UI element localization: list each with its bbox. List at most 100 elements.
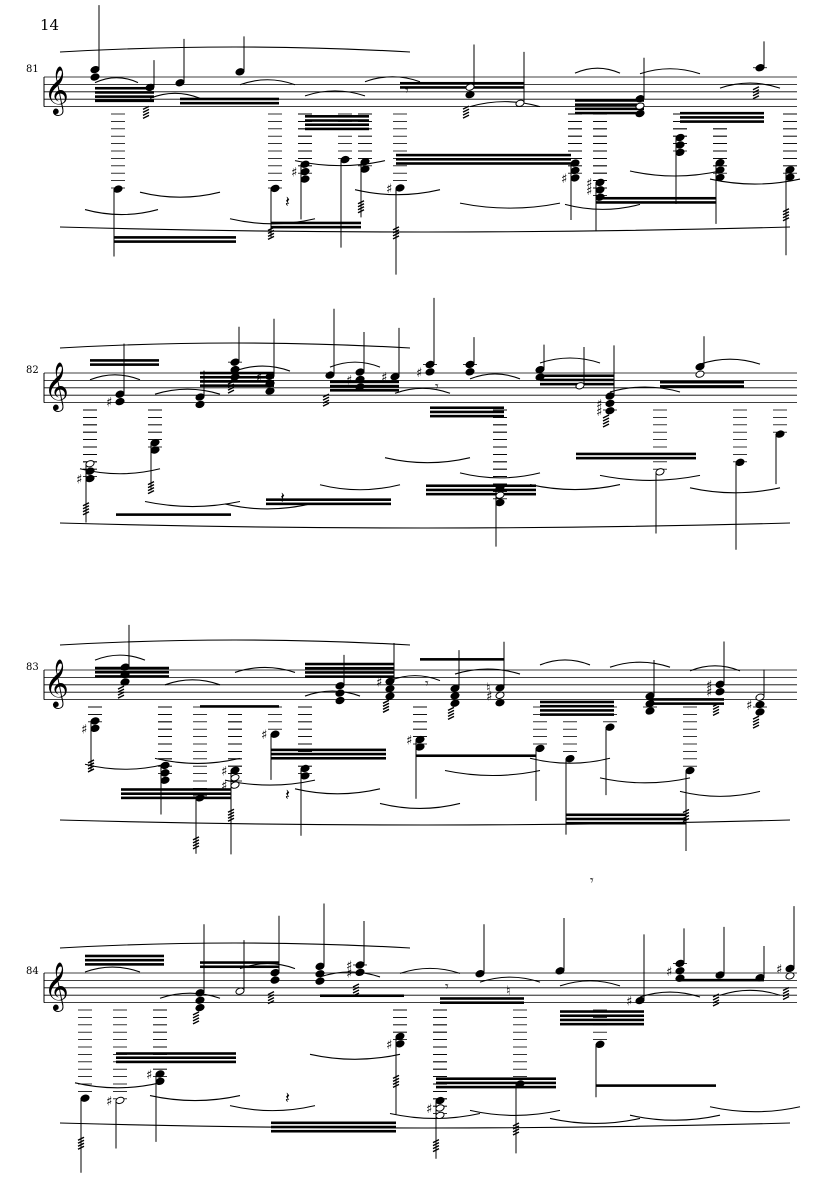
notehead	[315, 977, 325, 985]
tremolo-slash	[82, 502, 90, 507]
tremolo-slash	[192, 845, 200, 850]
tie	[139, 191, 221, 198]
tie	[719, 82, 781, 89]
notehead	[425, 368, 435, 376]
notehead	[675, 974, 685, 982]
tremolo-slash	[322, 393, 330, 398]
notehead	[495, 491, 505, 499]
notehead	[755, 693, 765, 701]
notehead	[785, 166, 795, 174]
beam	[305, 675, 394, 678]
treble-clef-icon: 𝄞	[44, 361, 69, 412]
beam	[116, 513, 231, 516]
tie	[719, 989, 781, 996]
notehead	[775, 430, 785, 438]
sharp-icon: ♯	[586, 176, 592, 191]
tremolo-slash	[447, 706, 455, 712]
sharp-icon: ♯	[346, 959, 352, 974]
beam	[271, 1129, 396, 1133]
notehead	[335, 689, 345, 697]
beam	[180, 97, 279, 101]
beam	[560, 1014, 644, 1018]
tremolo-slash	[712, 711, 720, 716]
notehead	[495, 684, 505, 692]
notehead	[120, 663, 130, 671]
notehead	[235, 68, 245, 76]
beam	[430, 406, 504, 410]
tremolo-slash	[512, 1131, 520, 1136]
tremolo-slash	[392, 232, 400, 237]
notehead	[120, 670, 130, 679]
notehead	[145, 83, 155, 92]
tie	[224, 503, 311, 510]
notehead	[495, 498, 505, 507]
beam	[180, 101, 279, 105]
tremolo-slash	[752, 89, 760, 94]
notehead	[160, 761, 170, 770]
tie	[59, 522, 791, 529]
tie	[574, 67, 621, 74]
notehead	[115, 390, 125, 398]
tremolo-slash	[752, 86, 760, 91]
beam	[680, 978, 764, 982]
tie	[549, 1117, 641, 1125]
beam	[114, 236, 236, 239]
sharp-icon: ♯	[416, 366, 422, 381]
notehead	[195, 1003, 205, 1012]
sharp-icon: ♯	[386, 182, 392, 197]
tremolo-slash	[267, 994, 275, 999]
notehead	[435, 1111, 445, 1120]
notehead	[715, 688, 725, 696]
beam	[575, 107, 644, 111]
noteheads	[80, 64, 795, 1120]
tremolo-slash	[192, 836, 200, 841]
beam	[426, 492, 536, 496]
tie	[234, 365, 291, 372]
tie	[74, 1082, 161, 1089]
notehead	[300, 167, 310, 176]
notehead	[340, 155, 350, 164]
tie	[84, 966, 141, 973]
notehead	[755, 974, 765, 982]
beam	[266, 502, 391, 506]
natural-icon: ♮	[486, 681, 491, 696]
tremolo-slash	[682, 814, 690, 820]
tremolo-slash	[117, 691, 125, 696]
tremolo-slash	[267, 232, 275, 238]
notehead	[160, 776, 170, 784]
beam	[266, 498, 391, 501]
sharp-icon: ♯	[381, 371, 387, 386]
tie	[479, 976, 541, 983]
beam	[420, 658, 504, 661]
beam	[540, 700, 614, 704]
measure-number-82: 82	[26, 365, 39, 376]
notehead	[270, 969, 280, 977]
beam	[576, 452, 696, 456]
notehead	[315, 962, 325, 971]
tremolo-slash	[77, 1136, 85, 1141]
tremolo-slash	[267, 1000, 275, 1005]
tremolo-slash	[432, 1144, 440, 1150]
notehead	[160, 769, 170, 777]
beam	[85, 963, 164, 966]
tie	[539, 357, 601, 364]
beam	[305, 662, 394, 666]
tie	[304, 90, 366, 97]
tremolo-slash	[782, 217, 790, 222]
beam	[330, 389, 399, 392]
tremolo-slash	[752, 92, 760, 97]
notehead	[635, 109, 645, 118]
eighth-rest-icon: 𝄾	[590, 873, 594, 889]
beam	[596, 201, 716, 204]
tremolo-slash	[782, 995, 790, 1001]
notehead	[675, 967, 685, 975]
eighth-rest-icon: 𝄾	[445, 979, 449, 995]
notehead	[90, 717, 100, 725]
tremolo-slash	[267, 991, 275, 996]
tremolo-slash	[192, 842, 200, 847]
tie	[629, 1114, 721, 1121]
tremolo-slash	[82, 508, 90, 513]
tremolo-slash	[357, 209, 365, 214]
tie	[539, 659, 591, 666]
notehead	[715, 166, 725, 174]
